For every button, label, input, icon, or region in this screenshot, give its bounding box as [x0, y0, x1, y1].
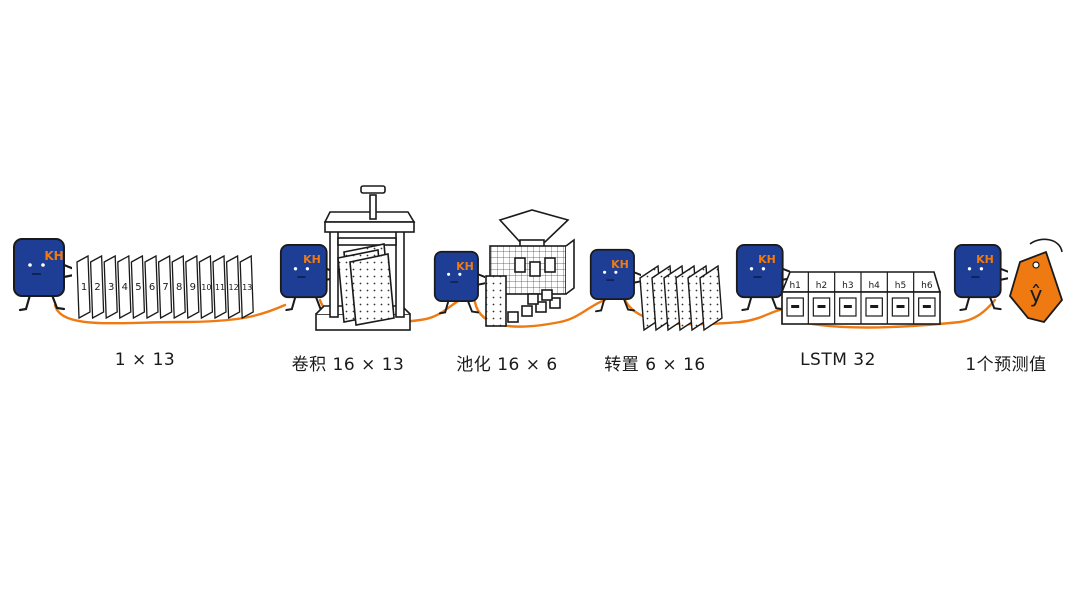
- input-card-number: 11: [215, 283, 225, 292]
- transposed-sheets-illustration: [639, 264, 723, 332]
- convolution-press-illustration: [315, 185, 416, 331]
- input-card-number: 5: [135, 282, 141, 293]
- mascot-1: KH: [12, 237, 72, 312]
- input-card: 1: [76, 254, 91, 320]
- input-card-number: 4: [122, 282, 128, 293]
- mascot-badge: KH: [456, 260, 474, 273]
- stage-label-input: 1 × 13: [114, 350, 176, 370]
- input-card: 3: [103, 254, 118, 320]
- lstm-cell-label: h4: [868, 281, 880, 291]
- lstm-cell-label: h6: [921, 281, 933, 291]
- mascot-badge: KH: [44, 249, 63, 263]
- lstm-cell: h2: [807, 272, 831, 324]
- input-card-number: 1: [81, 282, 87, 293]
- input-card: 13: [239, 254, 254, 320]
- mascot-badge: KH: [303, 253, 321, 266]
- lstm-cell: h1: [781, 272, 804, 324]
- pooling-machine-illustration: [485, 209, 575, 327]
- lstm-cell: h3: [834, 272, 857, 324]
- input-card: 8: [171, 254, 186, 320]
- lstm-cell: h6: [913, 272, 936, 324]
- input-card-number: 3: [108, 282, 114, 293]
- mascot-6: KH: [953, 243, 1008, 312]
- input-card: 6: [144, 254, 159, 320]
- mascot-badge: KH: [758, 253, 776, 266]
- mascot-badge: KH: [976, 253, 994, 266]
- mascot-2: KH: [279, 243, 334, 312]
- lstm-cell: h5: [886, 272, 910, 324]
- input-card: 2: [89, 254, 105, 320]
- mascot-4: KH: [589, 248, 641, 313]
- output-tag-label: ŷ: [1029, 283, 1042, 308]
- lstm-cell-label: h3: [842, 281, 853, 291]
- stage-label-transpose: 转置 6 × 16: [604, 355, 706, 375]
- lstm-cell: h4: [860, 272, 883, 324]
- input-card-number: 6: [149, 282, 155, 293]
- lstm-cell-label: h1: [789, 281, 800, 291]
- transposed-sheet: [699, 264, 723, 332]
- stage-label-output: 1个预测值: [965, 355, 1047, 375]
- mascot-badge: KH: [611, 258, 629, 271]
- input-card: 7: [157, 254, 173, 320]
- input-card-number: 2: [94, 282, 100, 293]
- input-card: 9: [185, 254, 200, 320]
- mascot-3: KH: [433, 250, 485, 315]
- input-card-number: 7: [162, 282, 168, 293]
- lstm-cell-label: h5: [895, 281, 906, 291]
- output-tag: ŷ: [1009, 238, 1064, 324]
- mascot-5: KH: [735, 243, 790, 312]
- lstm-cell-label: h2: [816, 281, 827, 291]
- input-card-number: 8: [176, 282, 182, 293]
- input-card-number: 12: [229, 283, 239, 292]
- input-card-number: 10: [201, 283, 211, 292]
- input-card-number: 13: [242, 283, 252, 292]
- stage-label-lstm: LSTM 32: [800, 350, 876, 370]
- input-card: 12: [225, 254, 241, 320]
- stage-label-pool: 池化 16 × 6: [456, 355, 558, 375]
- stage-label-conv: 卷积 16 × 13: [291, 355, 405, 375]
- lstm-cabinet: h1 h2 h3 h4 h5 h6: [780, 271, 942, 325]
- input-card: 5: [130, 254, 146, 320]
- input-card: 10: [198, 254, 214, 320]
- input-card: 11: [212, 254, 227, 320]
- input-card: 4: [117, 254, 132, 320]
- input-card-number: 9: [190, 282, 196, 293]
